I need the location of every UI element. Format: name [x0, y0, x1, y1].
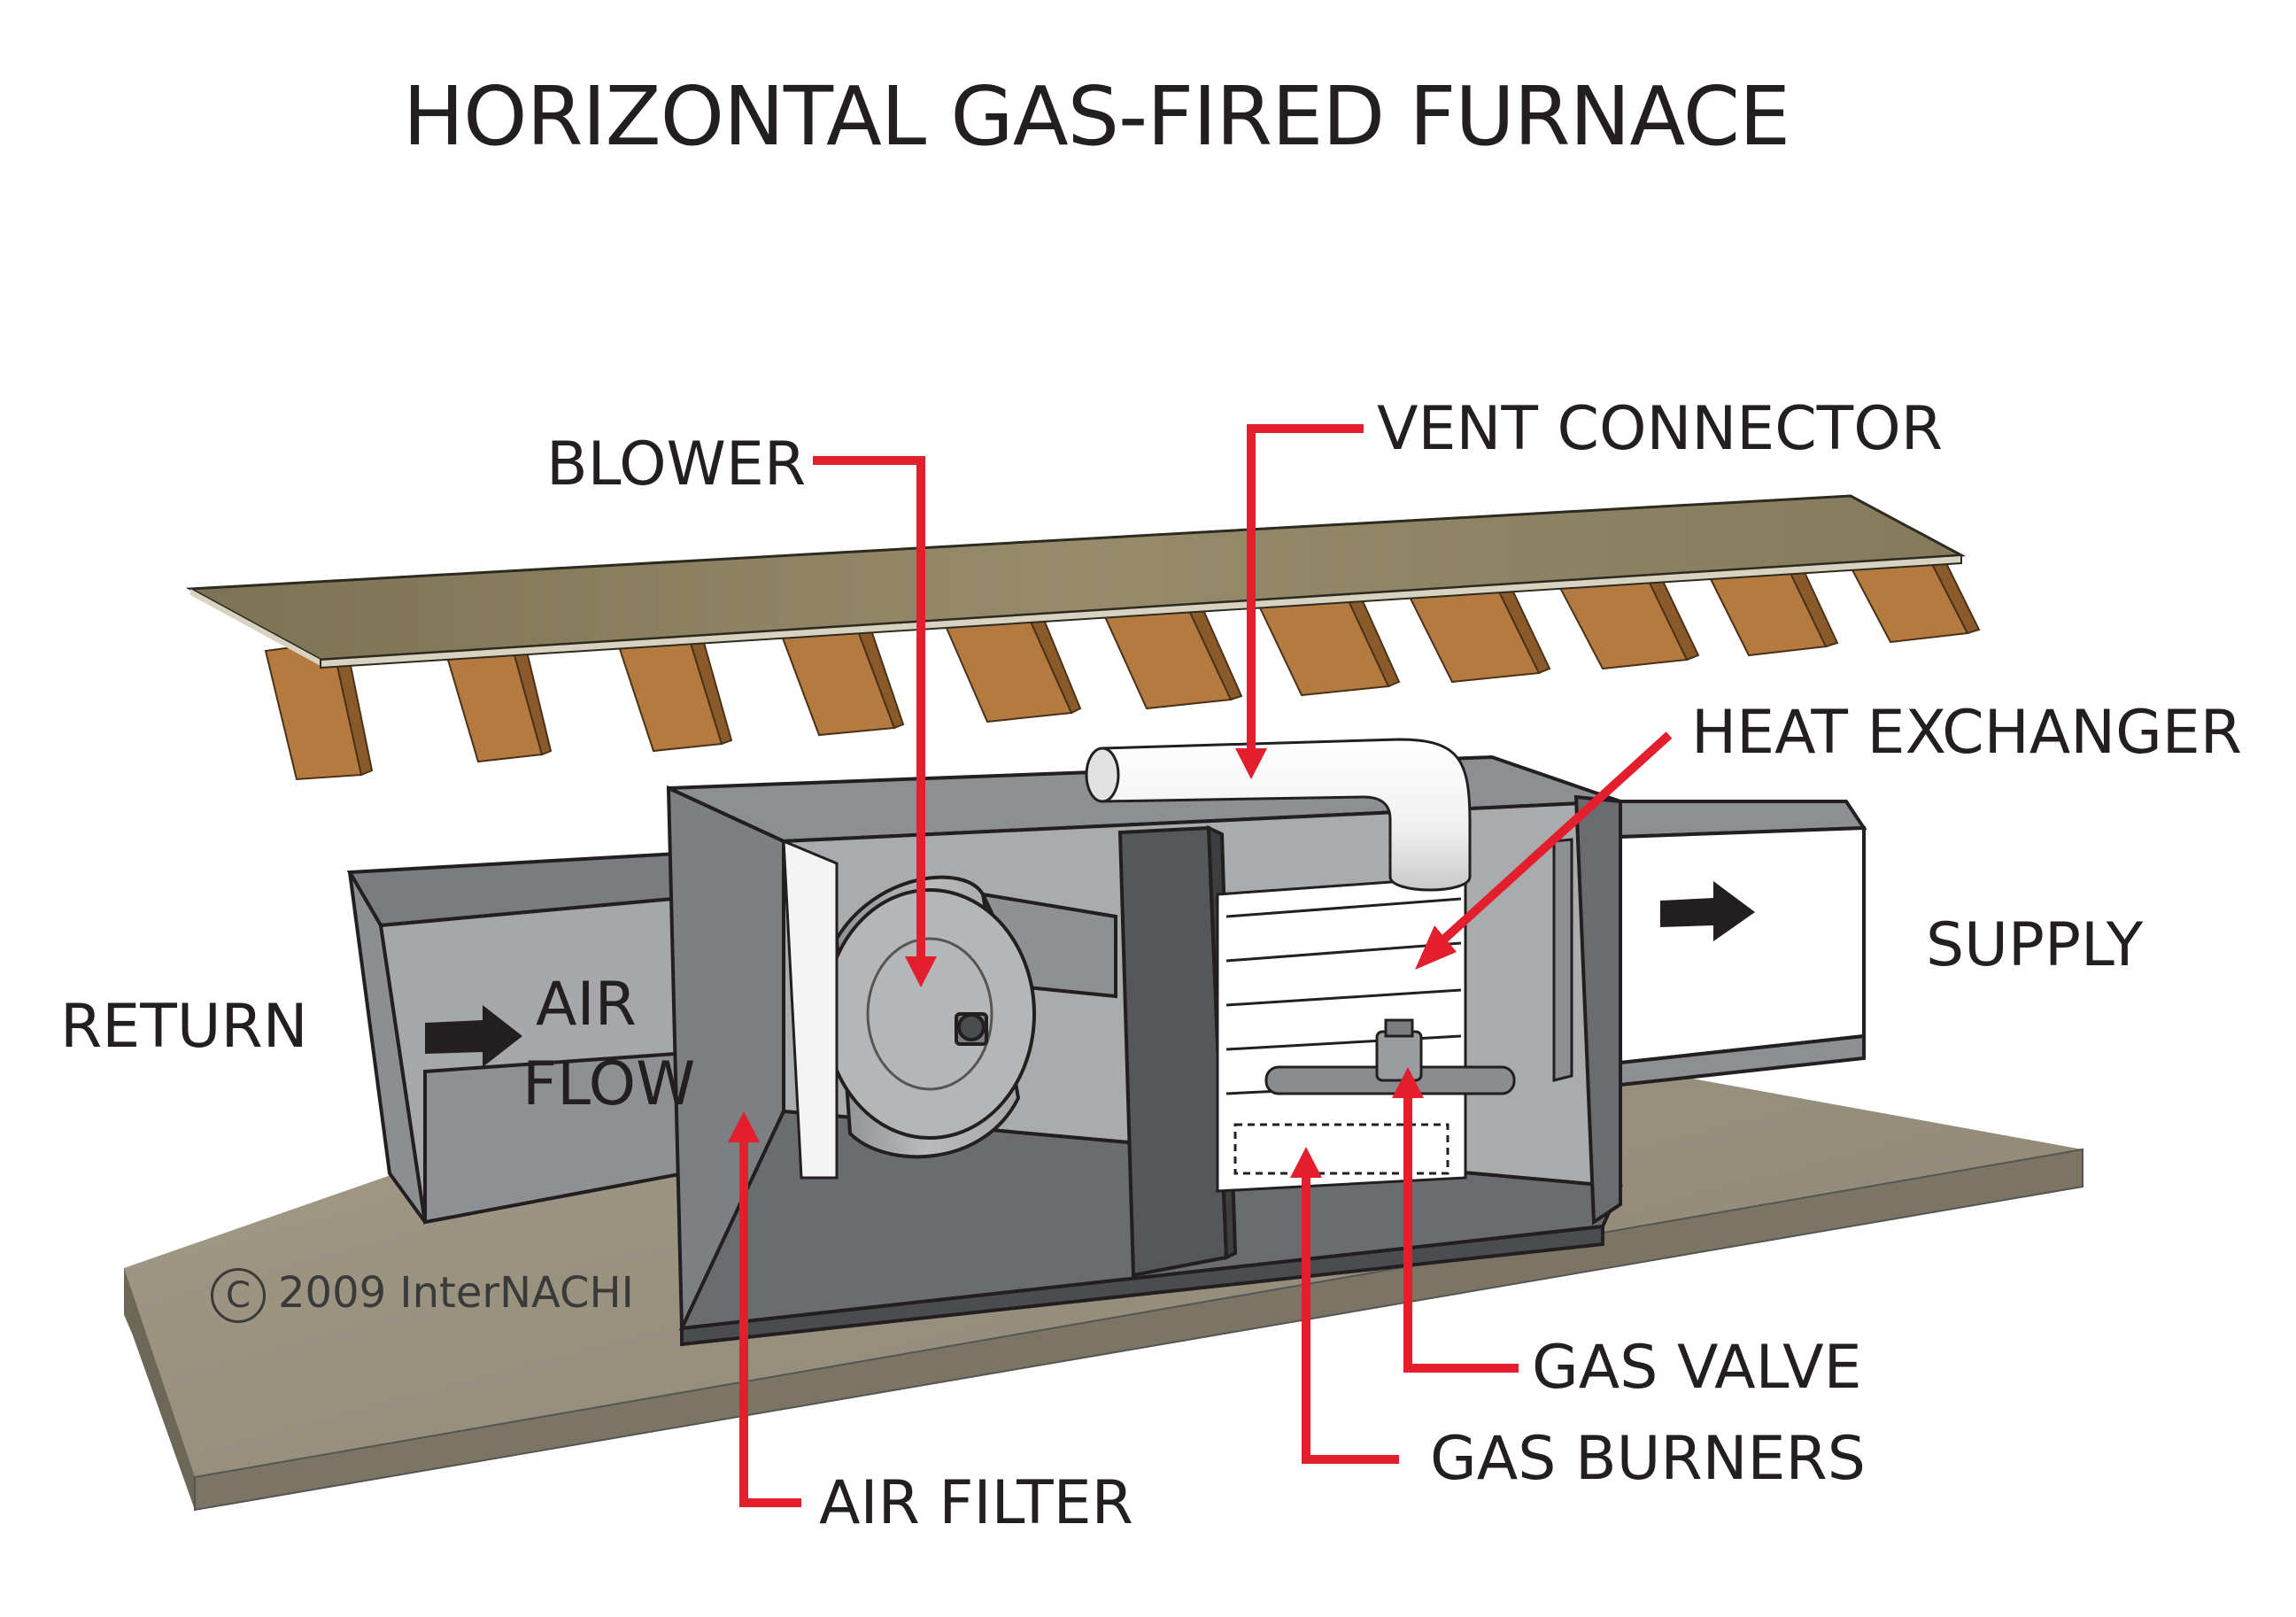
- label-flow: FLOW: [522, 1049, 696, 1119]
- label-supply: SUPPLY: [1926, 910, 2144, 980]
- copyright-text: 2009 InterNACHI: [278, 1268, 634, 1318]
- subfloor: [185, 494, 1967, 669]
- joist: [1849, 556, 1981, 644]
- label-heat-exchanger: HEAT EXCHANGER: [1691, 698, 2242, 768]
- gas-valve-leader-arrow: [1392, 1067, 1424, 1098]
- heat-exchanger-leader-arrow: [1415, 925, 1457, 970]
- air-flow-arrow-icon: [425, 1005, 522, 1067]
- label-vent-connector: VENT CONNECTOR: [1377, 394, 1943, 464]
- vent-connector: [1085, 738, 1472, 892]
- air-filter-leader: [739, 1142, 801, 1507]
- label-gas-valve: GAS VALVE: [1532, 1333, 1862, 1403]
- vent-connector-leader: [1247, 424, 1364, 748]
- label-air: AIR: [536, 970, 637, 1040]
- joist: [1256, 592, 1401, 697]
- joist: [1101, 600, 1243, 710]
- blower: [823, 875, 1117, 1159]
- blower-panel: [782, 839, 839, 1180]
- diagram-title: HORIZONTAL GAS-FIRED FURNACE: [403, 69, 1790, 164]
- label-air-filter: AIR FILTER: [819, 1468, 1133, 1538]
- heat-exchanger-leader: [1426, 731, 1673, 956]
- blower-leader: [813, 456, 925, 956]
- label-return: RETURN: [60, 992, 308, 1062]
- supply-arrow-icon: [1660, 881, 1755, 941]
- floor-joists: [264, 556, 1981, 781]
- supply-duct: [1619, 800, 1867, 1087]
- vent-connector-leader-arrow: [1235, 748, 1267, 779]
- label-blower: BLOWER: [546, 429, 807, 499]
- air-filter-leader-arrow: [728, 1111, 760, 1142]
- gas-valve-leader: [1403, 1098, 1519, 1373]
- flue-panel: [1552, 838, 1573, 1082]
- joist: [1406, 583, 1551, 684]
- joist: [1557, 574, 1700, 670]
- leader-lines: [728, 424, 1673, 1507]
- label-gas-burners: GAS BURNERS: [1430, 1424, 1866, 1494]
- blower-leader-arrow: [905, 956, 937, 987]
- joist: [1707, 565, 1839, 657]
- gas-burners-leader-arrow: [1290, 1147, 1322, 1178]
- gas-burners-leader: [1302, 1178, 1399, 1464]
- copyright-symbol: C: [211, 1268, 266, 1323]
